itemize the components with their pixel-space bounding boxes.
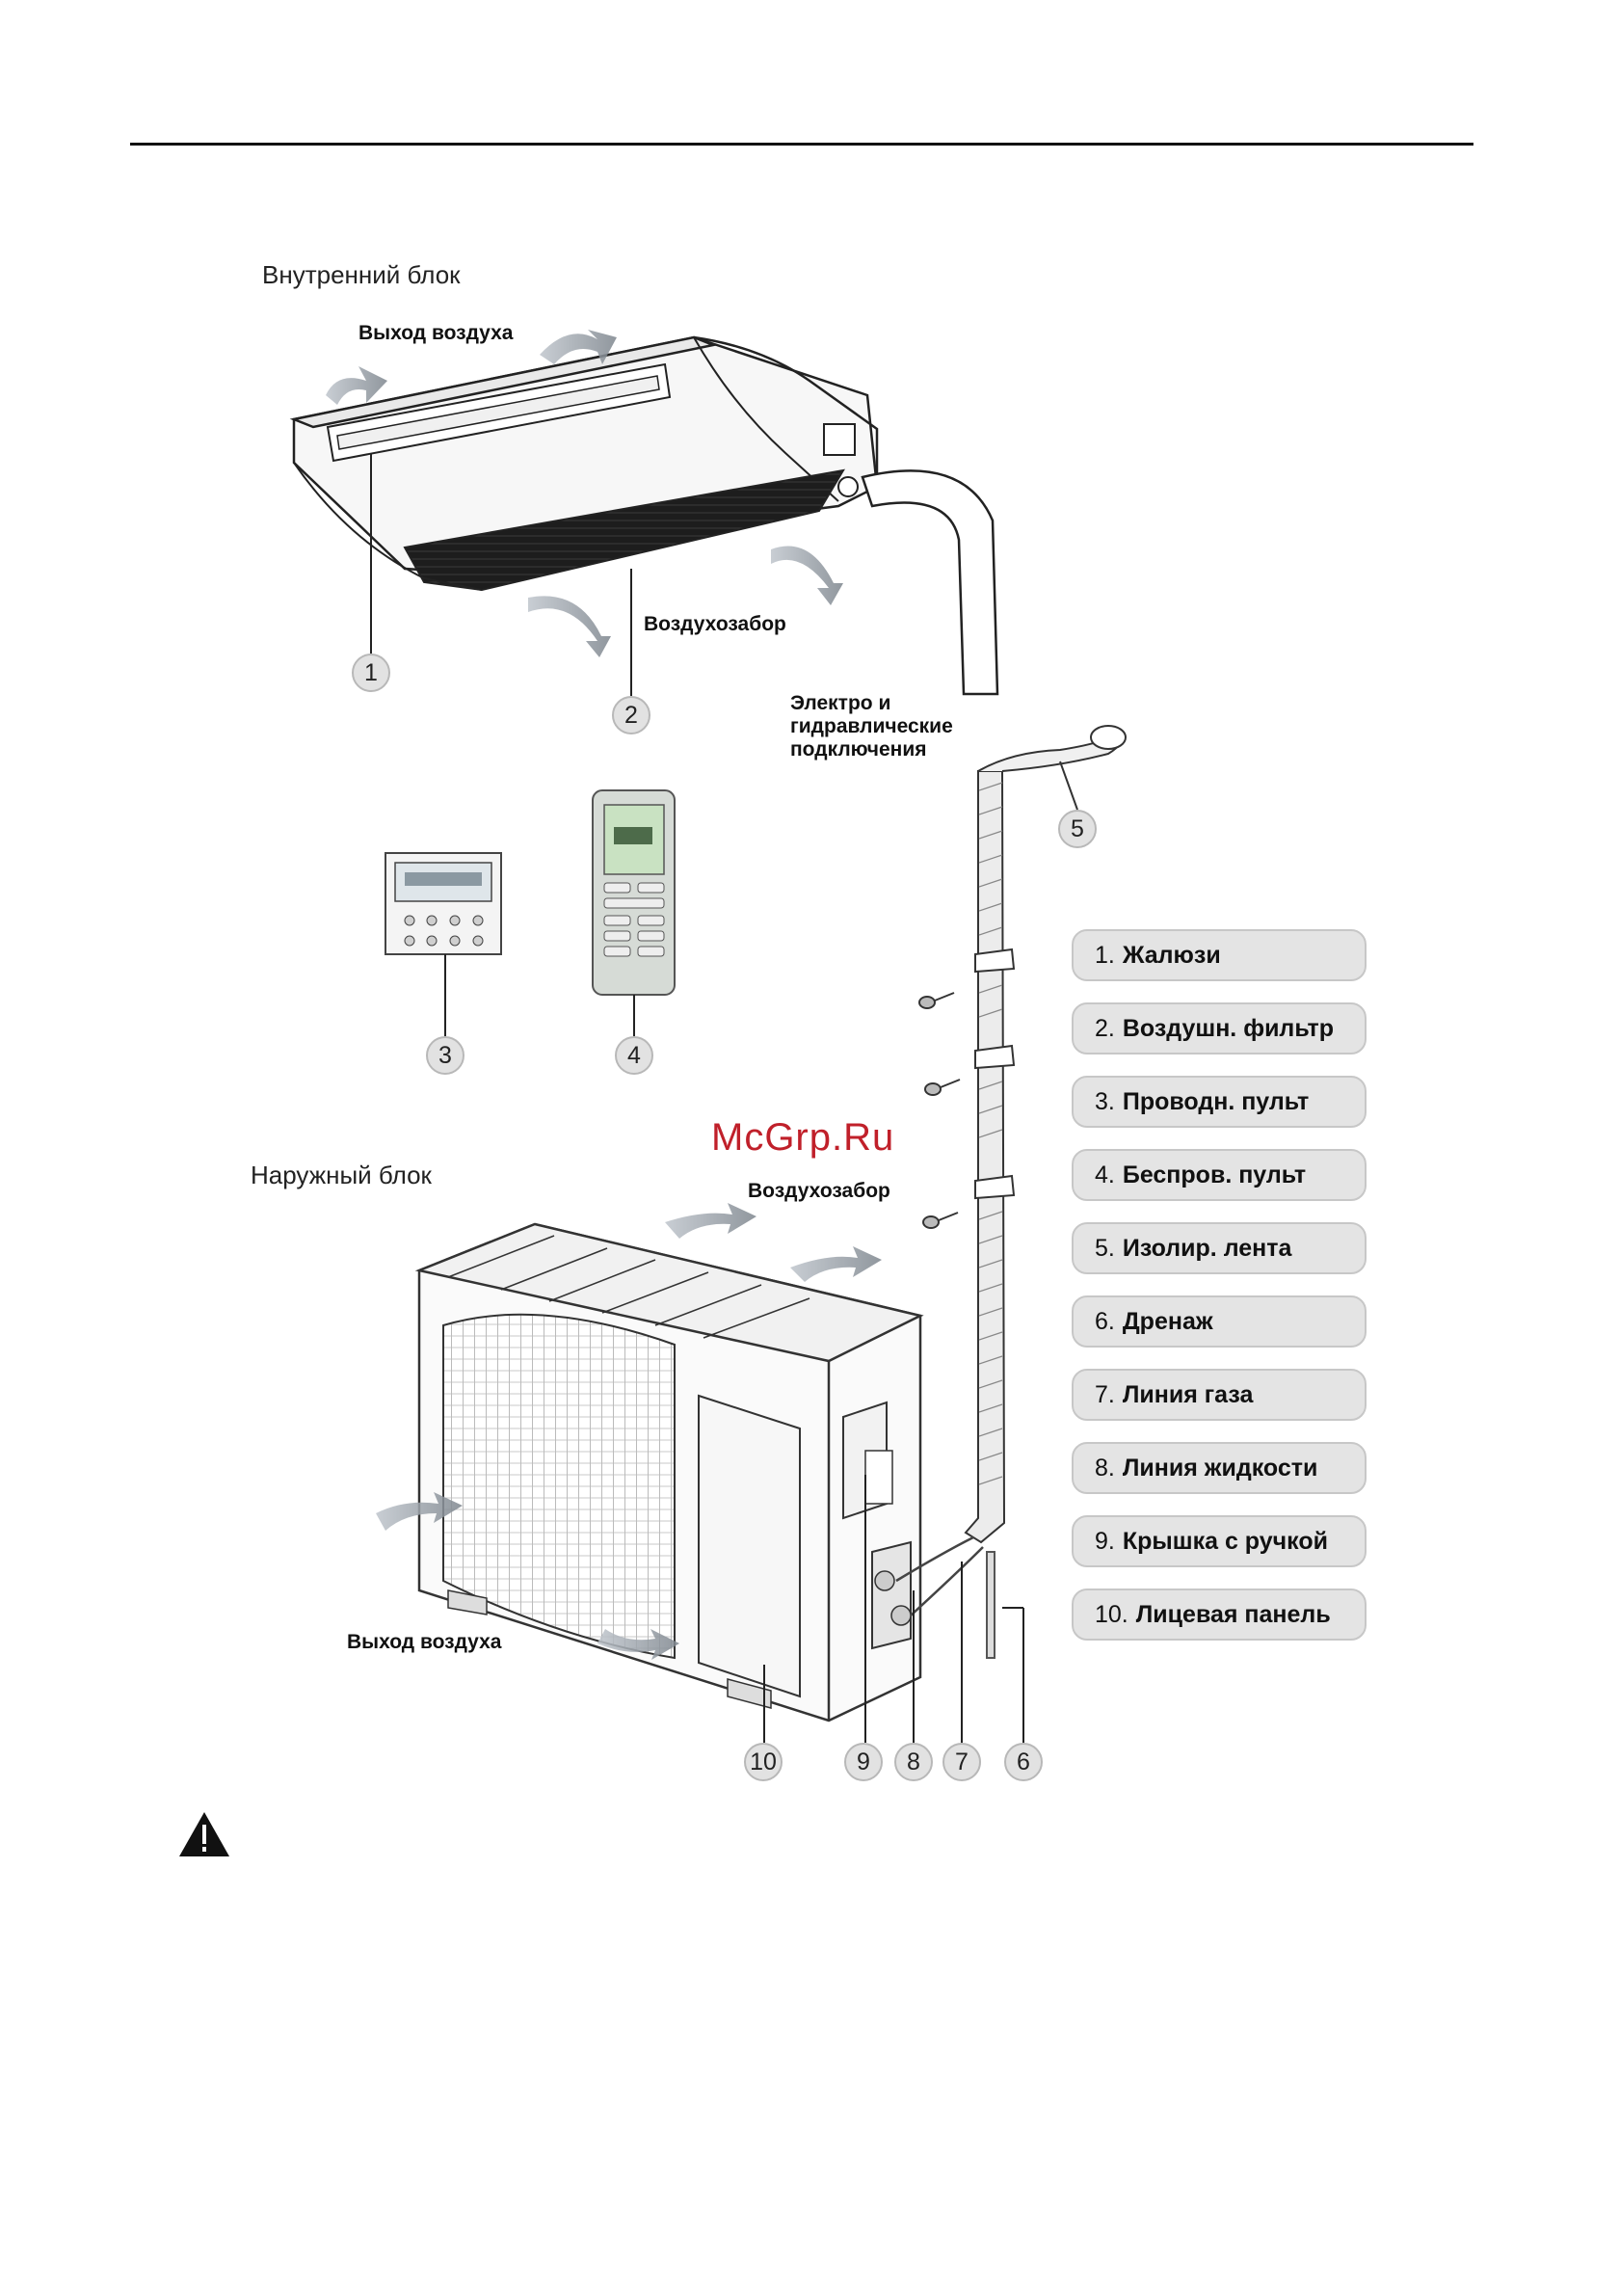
callout-1: 1 <box>352 654 390 692</box>
legend: 1. Жалюзи 2. Воздушн. фильтр 3. Проводн.… <box>1072 929 1367 1641</box>
legend-item-handle-cover: 9. Крышка с ручкой <box>1072 1515 1367 1567</box>
callout-7: 7 <box>942 1743 981 1781</box>
legend-item-wireless-remote: 4. Беспров. пульт <box>1072 1149 1367 1201</box>
legend-item-insulation-tape: 5. Изолир. лента <box>1072 1222 1367 1274</box>
wireless-remote <box>592 789 676 1036</box>
outdoor-air-arrows <box>376 1203 882 1660</box>
callout-2: 2 <box>612 696 650 734</box>
wall-screws <box>918 992 961 1229</box>
pipe-run <box>964 725 1127 1544</box>
legend-item-louvers: 1. Жалюзи <box>1072 929 1367 981</box>
indoor-air-outlet-label: Выход воздуха <box>358 322 514 344</box>
legend-item-gas-line: 7. Линия газа <box>1072 1369 1367 1421</box>
outdoor-unit-title: Наружный блок <box>251 1161 432 1189</box>
pipe-indoor <box>861 469 999 696</box>
indoor-leaders <box>370 453 632 696</box>
indoor-unit-title: Внутренний блок <box>262 260 461 289</box>
outdoor-air-outlet-label: Выход воздуха <box>347 1631 502 1653</box>
connections-label: Электро и гидравлические подключения <box>790 692 953 761</box>
legend-item-wired-controller: 3. Проводн. пульт <box>1072 1076 1367 1128</box>
drain-line <box>986 1551 1024 1743</box>
indoor-unit <box>289 335 879 592</box>
callout-9: 9 <box>844 1743 883 1781</box>
callout-6: 6 <box>1004 1743 1043 1781</box>
legend-item-air-filter: 2. Воздушн. фильтр <box>1072 1002 1367 1055</box>
legend-item-front-panel: 10. Лицевая панель <box>1072 1589 1367 1641</box>
indoor-air-inlet-label: Воздухозабор <box>644 613 786 635</box>
legend-item-liquid-line: 8. Линия жидкости <box>1072 1442 1367 1494</box>
callout-10: 10 <box>744 1743 783 1781</box>
callout-4: 4 <box>615 1036 653 1075</box>
outdoor-leaders <box>763 1475 963 1743</box>
warning-triangle-icon <box>179 1812 229 1856</box>
callout-3: 3 <box>426 1036 464 1075</box>
outdoor-air-inlet-label: Воздухозабор <box>748 1180 890 1202</box>
callout-5: 5 <box>1058 810 1097 848</box>
pipe-tape-wrap <box>978 782 1003 1485</box>
wired-controller <box>385 852 502 1036</box>
callout-8: 8 <box>894 1743 933 1781</box>
watermark: McGrp.Ru <box>711 1116 895 1159</box>
header-rule <box>130 143 1473 146</box>
outdoor-unit <box>414 1222 924 1722</box>
outdoor-connection-hoses <box>895 1535 984 1616</box>
indoor-air-arrows <box>326 330 843 657</box>
legend-item-drain: 6. Дренаж <box>1072 1295 1367 1348</box>
